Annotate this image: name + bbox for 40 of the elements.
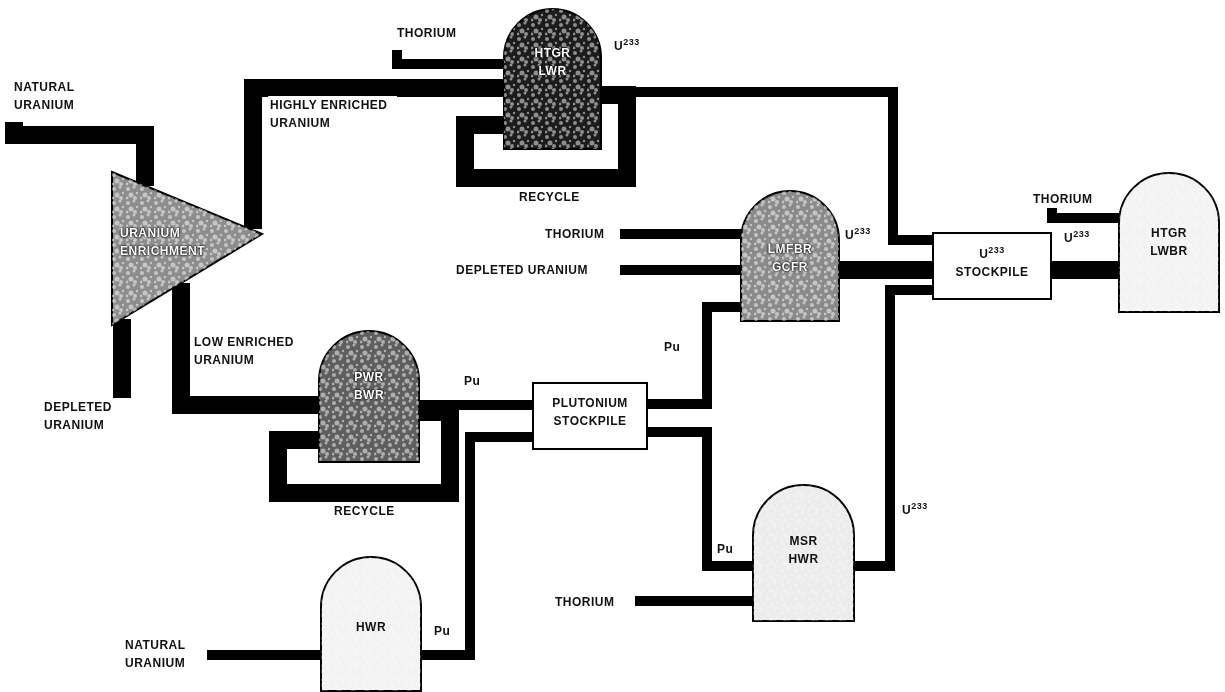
input-label: THORIUM bbox=[397, 24, 477, 42]
input-label: THORIUM bbox=[545, 225, 620, 243]
enrichment-plant-triangle bbox=[112, 172, 262, 325]
flow-line bbox=[648, 427, 752, 571]
reactor-dome bbox=[320, 556, 422, 692]
node-label: URANIUM ENRICHMENT bbox=[120, 225, 206, 260]
flow-line bbox=[1047, 208, 1119, 223]
flow-line bbox=[620, 265, 740, 275]
flow-line bbox=[1052, 261, 1118, 279]
flow-line bbox=[207, 650, 320, 660]
flow-line bbox=[620, 229, 741, 239]
flow-line bbox=[172, 283, 318, 414]
input-label: DEPLETED URANIUM bbox=[44, 398, 134, 434]
input-label: DEPLETED URANIUM bbox=[456, 261, 620, 279]
input-label: NATURAL URANIUM bbox=[14, 78, 114, 114]
flow-line bbox=[113, 319, 131, 398]
flow-line bbox=[5, 122, 154, 186]
flow-line bbox=[420, 400, 532, 410]
reactor-dome bbox=[318, 330, 420, 463]
stockpile-box bbox=[532, 382, 648, 450]
node-label: HWR bbox=[354, 619, 388, 636]
reactor-dome bbox=[740, 190, 840, 322]
node-label: U$^{233}$ STOCKPILE bbox=[954, 244, 1030, 281]
flow-line bbox=[648, 302, 740, 409]
node-label: HTGR LWR bbox=[533, 45, 572, 80]
input-label: THORIUM bbox=[1033, 190, 1113, 208]
input-label: NATURAL URANIUM bbox=[125, 636, 207, 672]
stockpile-box bbox=[932, 232, 1052, 300]
flow-line bbox=[422, 432, 532, 660]
reactor-dome bbox=[503, 8, 602, 150]
flow-line bbox=[392, 50, 503, 69]
reactor-dome bbox=[752, 484, 855, 622]
input-label: THORIUM bbox=[555, 593, 635, 611]
reactor-dome bbox=[1118, 172, 1220, 313]
node-label: PLUTONIUM STOCKPILE bbox=[551, 395, 629, 430]
flow-line bbox=[244, 79, 503, 229]
node-label: PWR BWR bbox=[352, 369, 386, 404]
node-label: MSR HWR bbox=[787, 533, 820, 568]
node-label: HTGR LWBR bbox=[1149, 225, 1189, 260]
flow-line bbox=[635, 596, 752, 606]
